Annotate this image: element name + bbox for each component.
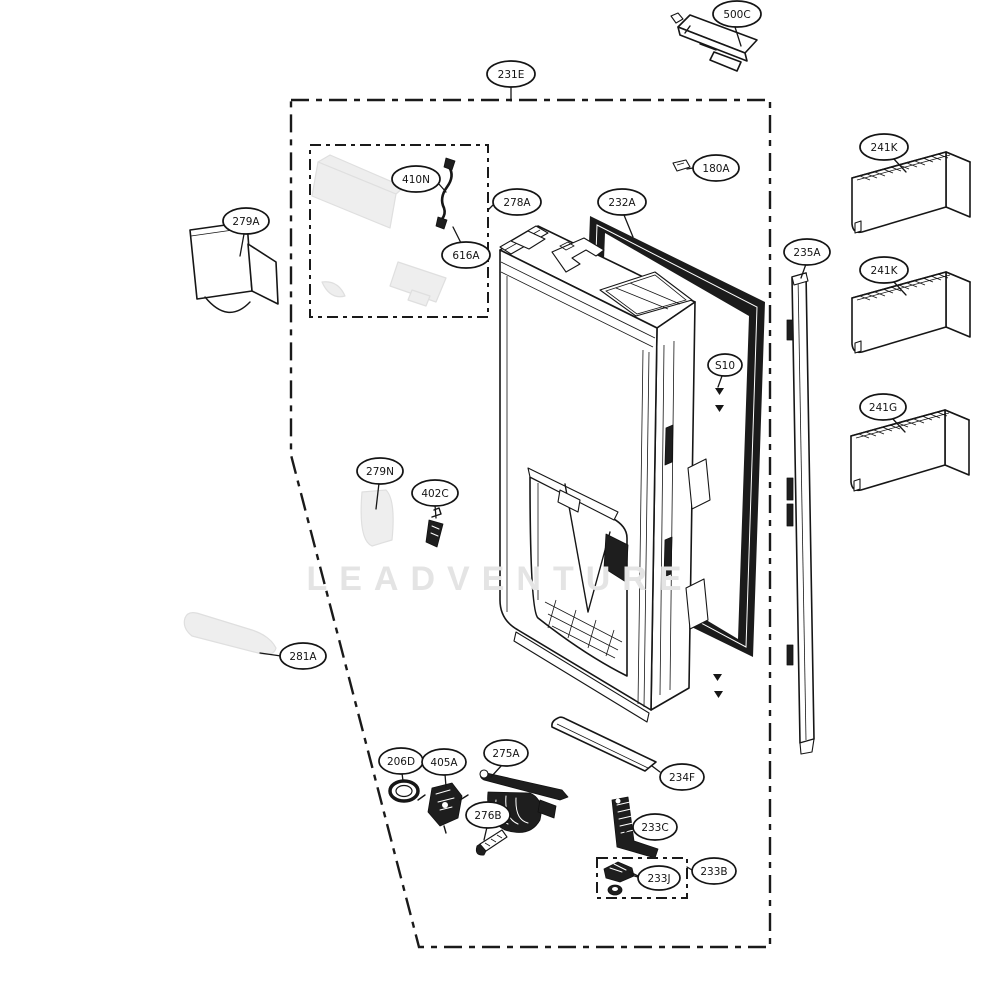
svg-text:241G: 241G	[869, 402, 897, 414]
part-402C-bracket	[425, 507, 444, 548]
svg-text:180A: 180A	[702, 163, 730, 175]
leader-281A	[259, 652, 282, 657]
leader-S10	[717, 375, 723, 388]
leader-234F	[651, 765, 661, 773]
part-label-234F: 234F	[659, 763, 705, 791]
svg-text:231E: 231E	[498, 69, 525, 81]
part-410N-wire-harness	[435, 157, 456, 230]
part-label-S10: S10	[707, 353, 743, 377]
ghost-parts-inset	[311, 154, 447, 307]
svg-text:410N: 410N	[402, 174, 430, 186]
svg-text:232A: 232A	[608, 197, 636, 209]
part-233C-hinge-bracket	[611, 796, 659, 859]
leader-402C	[434, 504, 437, 519]
part-label-281A: 281A	[279, 642, 327, 670]
hinge-kit-dashed-box-233B	[596, 857, 688, 899]
svg-text:279N: 279N	[366, 466, 394, 478]
part-233J-hinge-pin	[603, 861, 639, 896]
part-234F-trim-strip	[551, 716, 657, 772]
part-279A-cover	[189, 221, 279, 313]
leader-233C	[624, 826, 634, 833]
leader-233B	[686, 866, 693, 871]
leader-279N	[375, 482, 380, 510]
svg-text:279A: 279A	[232, 216, 260, 228]
svg-text:500C: 500C	[723, 9, 750, 21]
leader-235A	[800, 263, 807, 279]
part-label-206D: 206D	[378, 747, 424, 775]
part-405A-valve-bracket	[417, 782, 469, 834]
watermark-text: LEADVENTURE	[306, 560, 693, 598]
part-label-500C: 500C	[712, 0, 762, 28]
part-241K-door-bin-top	[851, 151, 971, 234]
svg-text:276B: 276B	[474, 810, 501, 822]
part-label-180A: 180A	[692, 154, 740, 182]
svg-text:233C: 233C	[641, 822, 668, 834]
part-label-232A: 232A	[597, 188, 647, 216]
part-label-233B: 233B	[691, 857, 737, 885]
part-label-241K-mid: 241K	[859, 256, 909, 284]
svg-text:206D: 206D	[387, 756, 415, 768]
ghost-part-279N	[360, 489, 394, 547]
main-boundary-dashed-box	[289, 98, 772, 949]
svg-text:402C: 402C	[421, 488, 448, 500]
svg-text:241K: 241K	[871, 265, 899, 277]
part-label-616A: 616A	[441, 241, 491, 269]
ghost-part-281A	[183, 612, 277, 655]
leader-lines	[239, 26, 907, 878]
part-label-402C: 402C	[411, 479, 459, 507]
part-label-410N: 410N	[391, 165, 441, 193]
leader-233J	[630, 874, 639, 878]
part-label-231E: 231E	[486, 60, 536, 88]
part-180A-clip	[672, 159, 691, 172]
svg-text:S10: S10	[715, 360, 735, 372]
leader-405A	[444, 773, 447, 788]
part-label-279A: 279A	[222, 207, 270, 235]
part-241K-door-bin-middle	[851, 271, 971, 354]
part-label-233C: 233C	[632, 813, 678, 841]
part-label-278A: 278A	[492, 188, 542, 216]
assembly-arrow-triangles	[713, 388, 724, 698]
part-label-241G: 241G	[859, 393, 907, 421]
part-241G-door-bin-lower	[850, 409, 970, 492]
svg-text:278A: 278A	[503, 197, 531, 209]
part-500C-hinge-cover	[670, 12, 758, 72]
part-label-405A: 405A	[421, 748, 467, 776]
leader-241G	[891, 417, 906, 433]
part-label-279N: 279N	[356, 457, 404, 485]
svg-text:616A: 616A	[452, 250, 480, 262]
svg-text:405A: 405A	[430, 757, 458, 769]
leader-232A	[623, 214, 634, 238]
leader-275A	[490, 764, 503, 778]
svg-text:241K: 241K	[871, 142, 899, 154]
svg-text:233J: 233J	[647, 873, 670, 885]
leader-276B	[483, 826, 488, 841]
part-label-233J: 233J	[637, 865, 681, 891]
part-235A-side-rail	[786, 272, 815, 755]
leader-241K-mid	[892, 280, 907, 296]
svg-text:281A: 281A	[289, 651, 317, 663]
part-276B-lever	[475, 829, 508, 856]
leader-241K-top	[892, 157, 907, 173]
leader-500C	[734, 26, 742, 47]
leader-616A	[452, 226, 462, 244]
svg-text:234F: 234F	[669, 772, 695, 784]
svg-text:275A: 275A	[492, 748, 520, 760]
leader-279A	[239, 233, 245, 257]
leader-410N	[437, 182, 447, 193]
part-label-241K-top: 241K	[859, 133, 909, 161]
svg-text:235A: 235A	[793, 247, 821, 259]
leader-180A	[686, 167, 694, 170]
svg-text:233B: 233B	[700, 866, 727, 878]
part-label-235A: 235A	[783, 238, 831, 266]
part-label-275A: 275A	[483, 739, 529, 767]
part-206D-oring	[388, 779, 420, 803]
door-assembly	[499, 225, 711, 723]
part-label-276B: 276B	[465, 801, 511, 829]
